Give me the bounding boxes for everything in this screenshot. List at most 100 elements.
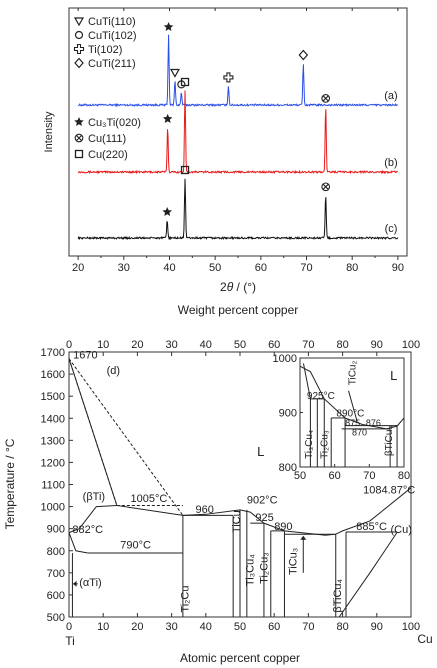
pd-region-label: 925 — [255, 512, 273, 524]
pd-top-tick-label: 30 — [165, 339, 177, 351]
square-symbol — [180, 165, 190, 175]
pd-xtick-label: 40 — [200, 621, 212, 633]
xrd-xlabel-part: 2 — [220, 280, 227, 294]
pd-ytick-label: 1500 — [41, 391, 65, 403]
plus-box-symbol — [223, 72, 234, 83]
pd-xtick-label: 10 — [97, 621, 109, 633]
pd-region-label: Ti₂Cu — [180, 585, 192, 612]
pd-region-label: TiCu — [231, 510, 243, 533]
pd-ytick-label: 900 — [47, 524, 65, 536]
pd-ytick-label: 800 — [47, 546, 65, 558]
star-symbol — [162, 113, 173, 123]
pd-region-label: 890 — [274, 521, 292, 533]
xrd-series-line — [77, 34, 398, 108]
pd-top-tick-label: 50 — [234, 339, 246, 351]
plus-mark — [223, 72, 234, 83]
pd-xtick-label: 0 — [66, 621, 72, 633]
cross-circle-x — [322, 95, 329, 102]
xrd-legend-top-label: CuTi(110) — [88, 16, 136, 28]
pd-region-label: (Cu) — [390, 524, 411, 536]
pd-xtick-label: 60 — [268, 621, 280, 633]
cross-circle-ring — [321, 94, 331, 103]
diamond-symbol — [298, 49, 309, 61]
pd-ytick-label: 1400 — [41, 413, 65, 425]
inset-region-label: 870 — [352, 427, 367, 437]
pd-region-label: 1670 — [73, 350, 97, 362]
pd-region-label: TiCu₃ — [287, 548, 299, 575]
pd-top-tick-label: 10 — [97, 339, 109, 351]
pd-top-tick-label: 70 — [302, 339, 314, 351]
circle-symbol — [74, 30, 84, 40]
triangle-mark — [169, 68, 181, 78]
pd-xtick-label: 80 — [336, 621, 348, 633]
square-symbol — [74, 149, 84, 159]
xrd-xlabel-part: / (°) — [233, 280, 256, 294]
pd-top-tick-label: 60 — [268, 339, 280, 351]
xrd-xtick-label: 80 — [346, 262, 358, 274]
pd-region-label: Ti₃Cu₄ — [245, 554, 257, 586]
inset-region-label: 890°C — [336, 408, 364, 419]
pd-region-label: L — [257, 444, 264, 459]
inset-ytick-label: 1000 — [273, 353, 297, 365]
star-symbol — [162, 207, 172, 217]
xrd-xtick-label: 30 — [118, 262, 130, 274]
pd-region-label: 902°C — [247, 494, 278, 506]
star-mark — [162, 113, 173, 123]
cross-circle-x — [76, 135, 82, 141]
pd-xtick-label: 20 — [131, 621, 143, 633]
circle-mark — [74, 30, 84, 40]
inset-ytick-label: 800 — [279, 462, 297, 474]
pd-region-label: (βTi) — [83, 491, 105, 503]
pd-region-label: (αTi) — [79, 577, 101, 589]
xrd-series-label: (b) — [384, 157, 397, 169]
triangle-down-symbol — [73, 17, 85, 27]
plus-box-symbol — [73, 43, 85, 55]
inset-region-label: Ti₃Cu₄ — [304, 430, 315, 459]
pd-top-tick-label: 20 — [131, 339, 143, 351]
pd-dashed-line — [68, 358, 184, 516]
inset-phase-line — [299, 365, 405, 430]
inset-region-label: βTiCu₄ — [384, 426, 395, 457]
inset-phase-line — [348, 390, 358, 422]
inset-xtick-label: 50 — [294, 470, 306, 482]
pd-phase-line — [68, 532, 88, 554]
pd-region-label: 960 — [196, 504, 214, 516]
cross-circle-symbol — [321, 182, 331, 192]
pd-top-tick-label: 100 — [402, 339, 420, 351]
xrd-legend-top-label: CuTi(102) — [88, 30, 137, 42]
xrd-xtick-label: 70 — [300, 262, 312, 274]
pd-top-tick-label: 40 — [200, 339, 212, 351]
xrd-legend-mid-label: Cu(220) — [88, 149, 128, 161]
diamond-mark — [298, 49, 309, 61]
inset-region-label: 925°C — [307, 391, 335, 402]
xrd-series-label: (c) — [385, 223, 398, 235]
inset-ytick-label: 900 — [279, 408, 297, 420]
xrd-xtick-label: 50 — [209, 262, 221, 274]
cross-circle-symbol — [321, 94, 331, 103]
star-mark — [163, 22, 174, 32]
pd-ytick-label: 1200 — [41, 457, 65, 469]
pd-phase-line — [338, 531, 398, 618]
pd-ytick-label: 700 — [47, 568, 65, 580]
xrd-legend-top-label: CuTi(211) — [88, 58, 136, 70]
pd-xtick-label: 90 — [371, 621, 383, 633]
pd-right-end-label: Cu — [417, 632, 432, 646]
pd-ytick-label: 1100 — [41, 480, 65, 492]
square-mark — [180, 165, 190, 175]
xrd-legend-mid-label: Cu(111) — [88, 133, 126, 145]
xrd-xtick-label: 40 — [163, 262, 175, 274]
pd-xtick-label: 70 — [302, 621, 314, 633]
pd-ytick-label: 600 — [47, 590, 65, 602]
diamond-symbol — [74, 57, 84, 69]
star-symbol — [163, 22, 174, 32]
xrd-legend-mid-label: Cu₃Ti(020) — [88, 117, 141, 129]
inset-region-label: TiCu₂ — [347, 361, 358, 386]
xrd-ylabel: Intensity — [43, 111, 55, 152]
pd-region-label: 790°C — [120, 540, 151, 552]
inset-region-label: Ti₂Cu₃ — [320, 430, 331, 459]
xrd-series-line — [77, 178, 399, 241]
triangle-mark — [73, 17, 85, 27]
